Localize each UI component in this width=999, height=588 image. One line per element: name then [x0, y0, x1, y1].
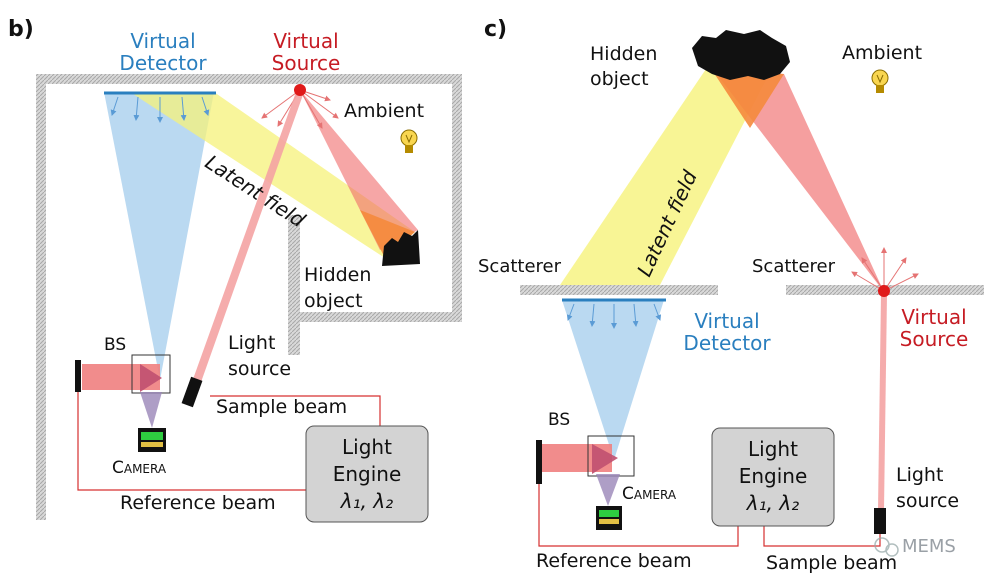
connection-lines-c	[538, 484, 881, 547]
camera-cone	[140, 392, 162, 428]
camera-cone-c	[596, 474, 620, 506]
overlap-orange	[360, 210, 415, 258]
light-engine-box-c	[711, 427, 835, 527]
detector-arrows-c	[566, 303, 662, 329]
wechat-icon	[874, 537, 899, 557]
virtual-source-dot-c	[878, 285, 890, 297]
camera-icon	[138, 428, 166, 452]
overlap-orange-c	[712, 70, 784, 128]
detector-arrows	[110, 96, 210, 123]
bs-triangle-c	[592, 444, 618, 474]
panel-b: b)	[8, 17, 462, 523]
hidden-object-shape-c	[692, 30, 790, 80]
ambient-bulb-icon	[400, 129, 418, 153]
reference-mirror	[75, 360, 81, 392]
detector-cone	[104, 92, 214, 380]
latent-field-band-c	[560, 66, 768, 285]
camera-icon-c	[596, 506, 622, 530]
bs-triangle	[140, 364, 162, 392]
hidden-object-shape	[382, 230, 420, 266]
source-object-beam	[300, 90, 418, 250]
panel-c-letter: c)	[484, 17, 507, 42]
connection-lines	[77, 392, 381, 491]
reference-mirror-c	[536, 440, 542, 484]
light-source-beam-c	[878, 294, 887, 510]
light-source-device-c	[874, 508, 886, 534]
scatterer-left-surface	[520, 285, 718, 295]
light-source-device	[181, 376, 203, 408]
light-engine-box	[305, 425, 429, 523]
virtual-source-dot	[294, 84, 306, 96]
panel-c: c)	[484, 17, 984, 557]
ambient-bulb-icon-c	[871, 69, 889, 93]
source-rays-c	[851, 247, 919, 292]
panel-b-letter: b)	[8, 17, 34, 42]
detector-cone-c	[562, 300, 664, 460]
room-walls	[36, 74, 462, 520]
light-source-beam	[192, 92, 304, 385]
hidden-object-red-cone	[712, 68, 884, 292]
